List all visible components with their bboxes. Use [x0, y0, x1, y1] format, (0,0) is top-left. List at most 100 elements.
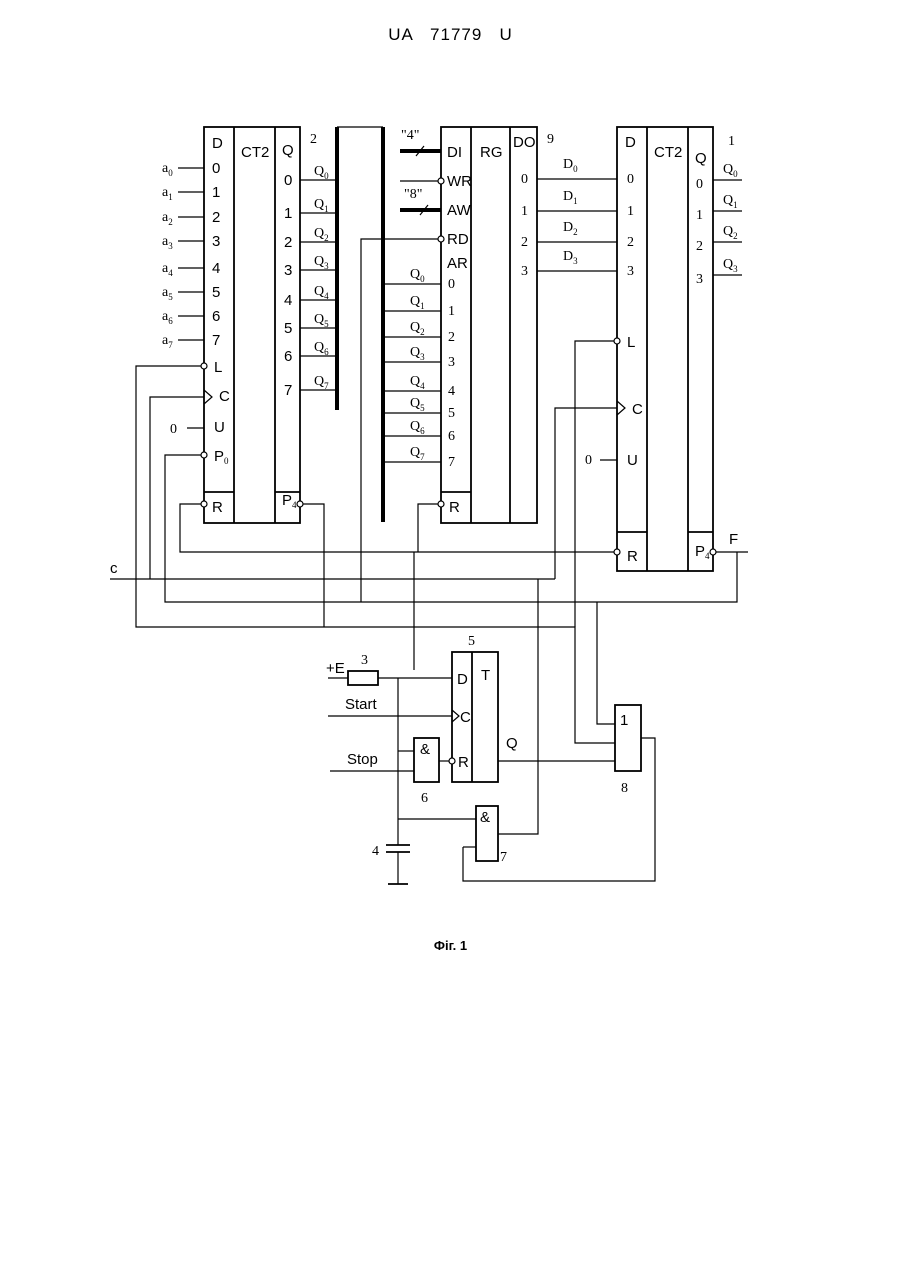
left-counter-q-5: Q5: [314, 312, 329, 329]
or8-symbol: 1: [620, 712, 628, 729]
trigger-q: Q: [506, 735, 518, 752]
left-counter-a-6: a6: [162, 309, 173, 326]
right-carry-sub: 4: [705, 551, 710, 561]
left-counter-out-2: 2: [284, 234, 292, 251]
register-port-rd: RD: [447, 231, 469, 248]
register-do-2: 2: [521, 235, 528, 250]
left-counter-u: U: [214, 419, 225, 436]
trigger-d: D: [457, 671, 468, 688]
left-counter-a-0: a0: [162, 161, 173, 178]
right-carry-p: P: [695, 543, 705, 560]
left-counter-q-header: Q: [282, 142, 294, 159]
and-gate-7: & 7: [398, 579, 655, 881]
register-do-0: 0: [521, 172, 528, 187]
register-ref: 9: [547, 132, 554, 147]
left-counter-u-value: 0: [170, 422, 177, 437]
right-counter-out-2: 2: [696, 239, 703, 254]
right-counter-d-0: D0: [563, 157, 578, 174]
left-counter-a-3: a3: [162, 234, 173, 251]
left-counter-ct2: D CT2 Q 2 R P4 0a01a12a23a34a45a56a67a7 …: [162, 127, 337, 523]
register-ar-0: 0: [448, 277, 455, 292]
right-counter-q-2: Q2: [723, 224, 738, 241]
left-counter-q-7: Q7: [314, 374, 329, 391]
left-counter-in-1: 1: [212, 184, 220, 201]
left-counter-in-3: 3: [212, 233, 220, 250]
register-ar-q-1: Q1: [410, 294, 425, 311]
register-port-aw: AW: [447, 202, 471, 219]
and6-ref: 6: [421, 791, 428, 806]
right-counter-q-1: Q1: [723, 193, 738, 210]
and6-symbol: &: [420, 741, 430, 758]
left-counter-out-5: 5: [284, 320, 292, 337]
resistor-3: [348, 671, 378, 685]
signal-start: Start: [345, 696, 378, 713]
right-counter-u: U: [627, 452, 638, 469]
left-counter-out-3: 3: [284, 262, 292, 279]
right-counter-title: CT2: [654, 144, 682, 161]
right-counter-c: C: [632, 401, 643, 418]
right-counter-d-2: D2: [563, 220, 578, 237]
register-do: DO: [513, 134, 536, 151]
signal-c-label: c: [110, 560, 118, 577]
register-ar-4: 4: [448, 384, 455, 399]
left-counter-q-3: Q3: [314, 254, 329, 271]
left-counter-carry: P4: [282, 492, 297, 510]
register-rg: RG DO 9 DI WR AW RD AR R "4" "8" 0Q01Q12…: [383, 127, 617, 523]
left-counter-out-4: 4: [284, 292, 292, 309]
register-port-ar: AR: [447, 255, 468, 272]
right-counter-in-1: 1: [627, 204, 634, 219]
left-counter-in-6: 6: [212, 308, 220, 325]
register-ar-6: 6: [448, 429, 455, 444]
register-ar-q-7: Q7: [410, 445, 425, 462]
left-p0-sub: 0: [224, 456, 229, 466]
left-counter-q-2: Q2: [314, 226, 329, 243]
control-circuit: +E 3 4 Start Stop 5 D T C R Q: [326, 579, 655, 884]
left-counter-q-6: Q6: [314, 340, 329, 357]
left-counter-in-2: 2: [212, 209, 220, 226]
right-counter-ct2: D CT2 Q 1 L C U 0 R P4 F 0D01D12D23D3 0Q…: [563, 127, 748, 571]
and-gate-6: & 6: [398, 738, 449, 806]
right-counter-out-0: 0: [696, 177, 703, 192]
right-counter-reset: R: [627, 548, 638, 565]
right-counter-carry: P4: [695, 543, 710, 561]
capacitor-ref: 4: [372, 844, 379, 859]
right-counter-in-2: 2: [627, 235, 634, 250]
register-ar-q-3: Q3: [410, 345, 425, 362]
register-reset: R: [449, 499, 460, 516]
left-counter-reset: R: [212, 499, 223, 516]
left-counter-in-7: 7: [212, 332, 220, 349]
register-ar-q-4: Q4: [410, 374, 425, 391]
trigger-c: C: [460, 709, 471, 726]
and7-ref: 7: [500, 850, 507, 865]
right-counter-d-3: D3: [563, 249, 578, 266]
left-counter-q-1: Q1: [314, 197, 329, 214]
register-aw-label: "8": [404, 187, 422, 202]
left-counter-in-4: 4: [212, 260, 220, 277]
left-counter-in-5: 5: [212, 284, 220, 301]
left-counter-out-7: 7: [284, 382, 292, 399]
register-ar-q-5: Q5: [410, 396, 425, 413]
right-counter-u-value: 0: [585, 453, 592, 468]
left-counter-c: C: [219, 388, 230, 405]
register-ar-3: 3: [448, 355, 455, 370]
right-counter-out-1: 1: [696, 208, 703, 223]
register-ar-q-6: Q6: [410, 419, 425, 436]
trigger-5: 5 D T C R Q: [449, 634, 615, 782]
left-counter-a-5: a5: [162, 285, 173, 302]
register-ar-q-2: Q2: [410, 320, 425, 337]
right-counter-q-3: Q3: [723, 257, 738, 274]
right-counter-q-0: Q0: [723, 162, 738, 179]
left-counter-q-0: Q0: [314, 164, 329, 181]
left-counter-out-1: 1: [284, 205, 292, 222]
right-counter-in-3: 3: [627, 264, 634, 279]
left-counter-q-4: Q4: [314, 284, 329, 301]
left-carry-sub: 4: [292, 500, 297, 510]
figure-caption: Фіг. 1: [0, 938, 901, 953]
trigger-ref: 5: [468, 634, 475, 649]
or8-ref: 8: [621, 781, 628, 796]
or-gate-8: 1 8: [615, 705, 641, 796]
register-ar-q-0: Q0: [410, 267, 425, 284]
left-counter-title: CT2: [241, 144, 269, 161]
left-counter-p0: P0: [214, 448, 229, 466]
register-port-wr: WR: [447, 173, 472, 190]
